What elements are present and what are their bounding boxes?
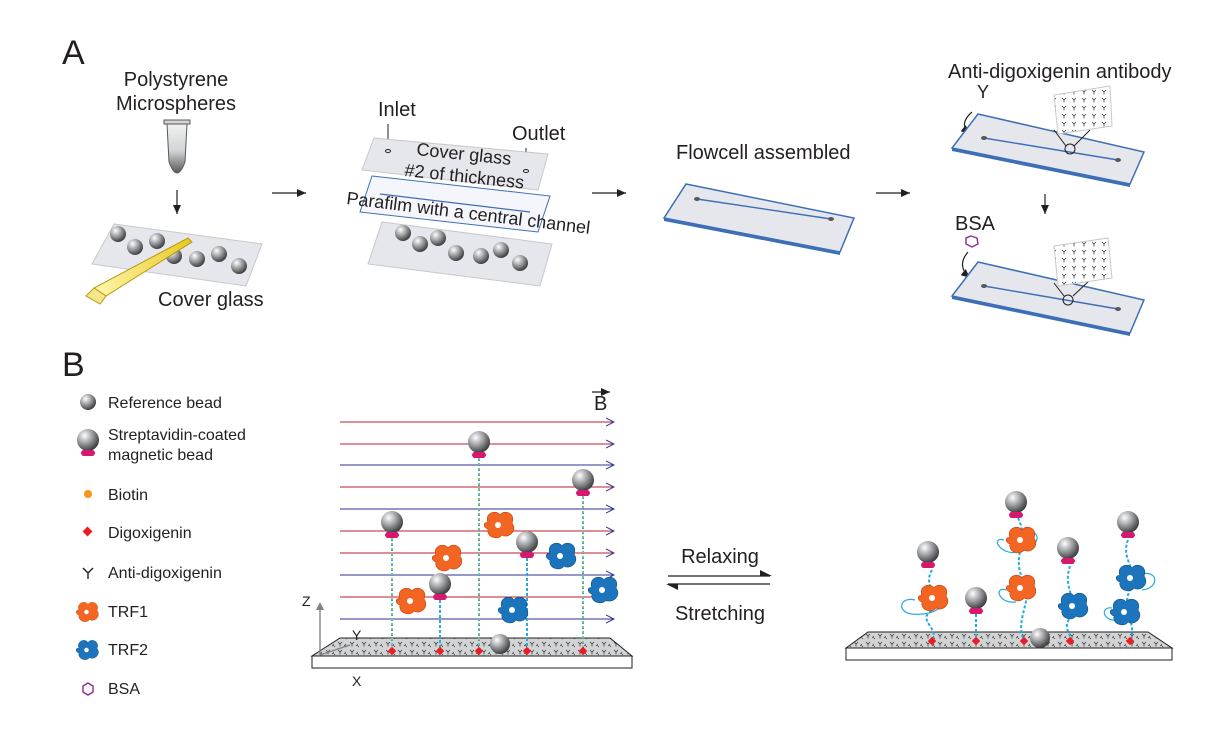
- trf2-free: [497, 596, 529, 624]
- anti-digoxigenin-symbol-icon: Y: [977, 82, 989, 102]
- trf1-free: [395, 587, 427, 615]
- top-cover-glass: [361, 137, 549, 191]
- antibody-surface-zoom: [1053, 85, 1113, 135]
- legend-label: Biotin: [108, 487, 148, 504]
- axes-indicator: Z Y X: [302, 593, 362, 689]
- tube-label-line2: Microspheres: [116, 93, 236, 115]
- microcentrifuge-tube-icon: [163, 119, 191, 174]
- tether-2: [429, 573, 451, 656]
- legend-item-magnetic-bead: Streptavidin-coated magnetic bead: [77, 427, 246, 464]
- outlet-label: Outlet: [512, 123, 566, 145]
- tether-4: [516, 531, 538, 656]
- tether-1: [381, 511, 403, 656]
- legend-item-trf1: TRF1: [75, 602, 148, 623]
- reference-bead: [1030, 628, 1050, 648]
- legend-label: Digoxigenin: [108, 525, 192, 542]
- legend-item-digoxigenin: Digoxigenin: [82, 525, 192, 542]
- right-surface: [844, 628, 1174, 661]
- legend-label-line2: magnetic bead: [108, 447, 213, 464]
- bsa-flowcell: [950, 261, 1146, 336]
- relaxing-label: Relaxing: [681, 546, 759, 568]
- trf1-icon: [75, 602, 99, 623]
- antibody-flowcell: [950, 113, 1146, 187]
- flowcell-assembled-label: Flowcell assembled: [676, 142, 851, 164]
- reference-bead-icon: [80, 394, 96, 410]
- legend-label: Streptavidin-coated: [108, 427, 246, 444]
- legend: Reference bead Streptavidin-coated magne…: [75, 394, 246, 698]
- tube-label-line1: Polystyrene: [124, 69, 229, 91]
- flowcell-assembled: [662, 183, 856, 255]
- legend-label: TRF1: [108, 604, 148, 621]
- stretching-label: Stretching: [675, 603, 765, 625]
- legend-label: BSA: [108, 681, 140, 698]
- tether-5: [572, 469, 594, 656]
- relaxed-tether-5: [1103, 511, 1156, 646]
- reference-bead: [490, 634, 510, 654]
- inlet-label: Inlet: [378, 99, 416, 121]
- tethered-beads-relaxed: [901, 491, 1156, 646]
- digoxigenin-icon: [82, 526, 93, 537]
- panel-a-letter: A: [62, 34, 85, 72]
- panel-b-letter: B: [62, 346, 85, 384]
- relaxed-tether-1: [901, 541, 949, 646]
- trf1-free: [483, 511, 515, 539]
- antibody-label: Anti-digoxigenin antibody: [948, 61, 1172, 83]
- anti-digoxigenin-icon: [82, 567, 94, 579]
- biotin-icon: [84, 490, 92, 498]
- legend-item-anti-digoxigenin: Anti-digoxigenin: [82, 565, 222, 582]
- bottom-cover-glass-with-beads: [367, 221, 553, 287]
- legend-item-trf2: TRF2: [75, 640, 148, 661]
- relaxed-tether-2: [965, 587, 987, 646]
- legend-item-reference-bead: Reference bead: [80, 394, 222, 412]
- legend-label: TRF2: [108, 642, 148, 659]
- trf2-free: [587, 576, 619, 604]
- parafilm-layer: [359, 175, 551, 233]
- legend-label: Reference bead: [108, 395, 222, 412]
- relaxed-tether-4: [1057, 537, 1089, 646]
- axis-z-label: Z: [302, 593, 311, 609]
- trf2-free: [545, 542, 577, 570]
- cover-glass-label: Cover glass: [158, 289, 264, 311]
- tether-3: [468, 431, 490, 656]
- relaxed-tether-3: [996, 491, 1038, 646]
- pipette-tip-icon: [85, 237, 193, 305]
- axis-y-label: Y: [352, 627, 362, 643]
- axis-x-label: X: [352, 673, 362, 689]
- magnetic-bead-icon: [77, 429, 99, 456]
- field-b-label: B: [594, 393, 607, 415]
- legend-item-biotin: Biotin: [84, 487, 148, 504]
- cover-glass-with-beads-step1: [91, 223, 263, 287]
- legend-item-bsa: BSA: [82, 681, 140, 698]
- equilibrium-arrows: [666, 570, 772, 590]
- bsa-icon: [82, 682, 94, 696]
- trf2-icon: [75, 640, 99, 661]
- bsa-surface-zoom: [1053, 237, 1113, 287]
- legend-label: Anti-digoxigenin: [108, 565, 222, 582]
- magnetic-field-lines: [340, 422, 614, 619]
- bsa-hexagon-icon: [965, 235, 979, 248]
- bsa-label: BSA: [955, 213, 996, 235]
- tethered-beads-stretched: [381, 431, 619, 656]
- trf1-free: [431, 544, 463, 572]
